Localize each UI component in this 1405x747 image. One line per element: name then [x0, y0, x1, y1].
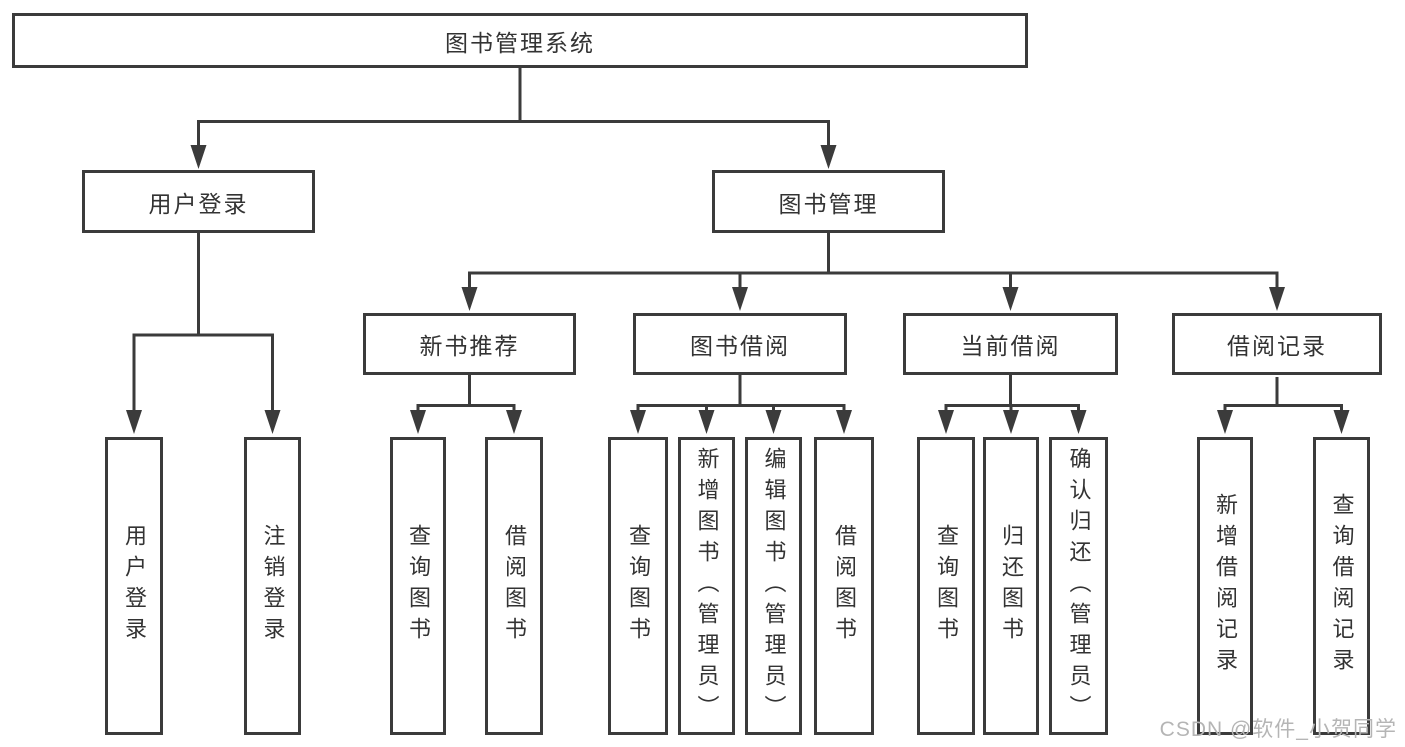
node-label: 用户登录 [148, 190, 249, 217]
node-library-management-system: 图书管理系统 [12, 13, 1028, 68]
leaf-user-login: 用户登录 [105, 437, 163, 735]
leaf-query-borrowing-record: 查询借阅记录 [1313, 437, 1370, 735]
node-label: 新增图书（管理员） [694, 446, 720, 726]
node-label: 查询图书 [934, 524, 959, 648]
node-new-book-recommendation: 新书推荐 [363, 313, 576, 375]
leaf-borrow-books-recommend: 借阅图书 [485, 437, 543, 735]
node-label: 图书管理 [778, 190, 879, 217]
node-label: 查询图书 [406, 524, 431, 648]
node-label: 确认归还（管理员） [1066, 446, 1092, 726]
node-label: 用户登录 [122, 524, 147, 648]
node-label: 注销登录 [260, 524, 286, 648]
node-label: 归还图书 [999, 524, 1024, 648]
leaf-borrow-books-borrowing: 借阅图书 [814, 437, 874, 735]
leaf-return-books: 归还图书 [983, 437, 1039, 735]
node-book-borrowing: 图书借阅 [633, 313, 847, 375]
node-label: 新书推荐 [419, 333, 520, 359]
node-current-borrowing: 当前借阅 [903, 313, 1118, 375]
node-label: 当前借阅 [960, 333, 1061, 359]
node-label: 新增借阅记录 [1213, 493, 1238, 679]
node-label: 图书管理系统 [445, 29, 595, 56]
leaf-confirm-return-admin: 确认归还（管理员） [1049, 437, 1108, 735]
node-borrowing-records: 借阅记录 [1172, 313, 1382, 375]
csdn-watermark: CSDN @软件_小贺同学 [1159, 718, 1397, 741]
leaf-logout-login: 注销登录 [244, 437, 301, 735]
node-label: 借阅图书 [832, 524, 857, 648]
leaf-edit-books-admin: 编辑图书（管理员） [745, 437, 802, 735]
leaf-add-books-admin: 新增图书（管理员） [678, 437, 735, 735]
leaf-query-books-recommend: 查询图书 [390, 437, 446, 735]
node-label: 查询图书 [626, 524, 651, 648]
node-label: 编辑图书（管理员） [761, 446, 787, 726]
node-label: 查询借阅记录 [1329, 493, 1355, 679]
leaf-add-borrowing-record: 新增借阅记录 [1197, 437, 1253, 735]
leaf-query-books-current: 查询图书 [917, 437, 975, 735]
node-label: 借阅记录 [1227, 333, 1327, 359]
node-label: 借阅图书 [502, 524, 527, 648]
node-user-login: 用户登录 [82, 170, 315, 233]
node-book-management: 图书管理 [712, 170, 945, 233]
node-label: 图书借阅 [690, 333, 790, 359]
leaf-query-books-borrowing: 查询图书 [608, 437, 668, 735]
